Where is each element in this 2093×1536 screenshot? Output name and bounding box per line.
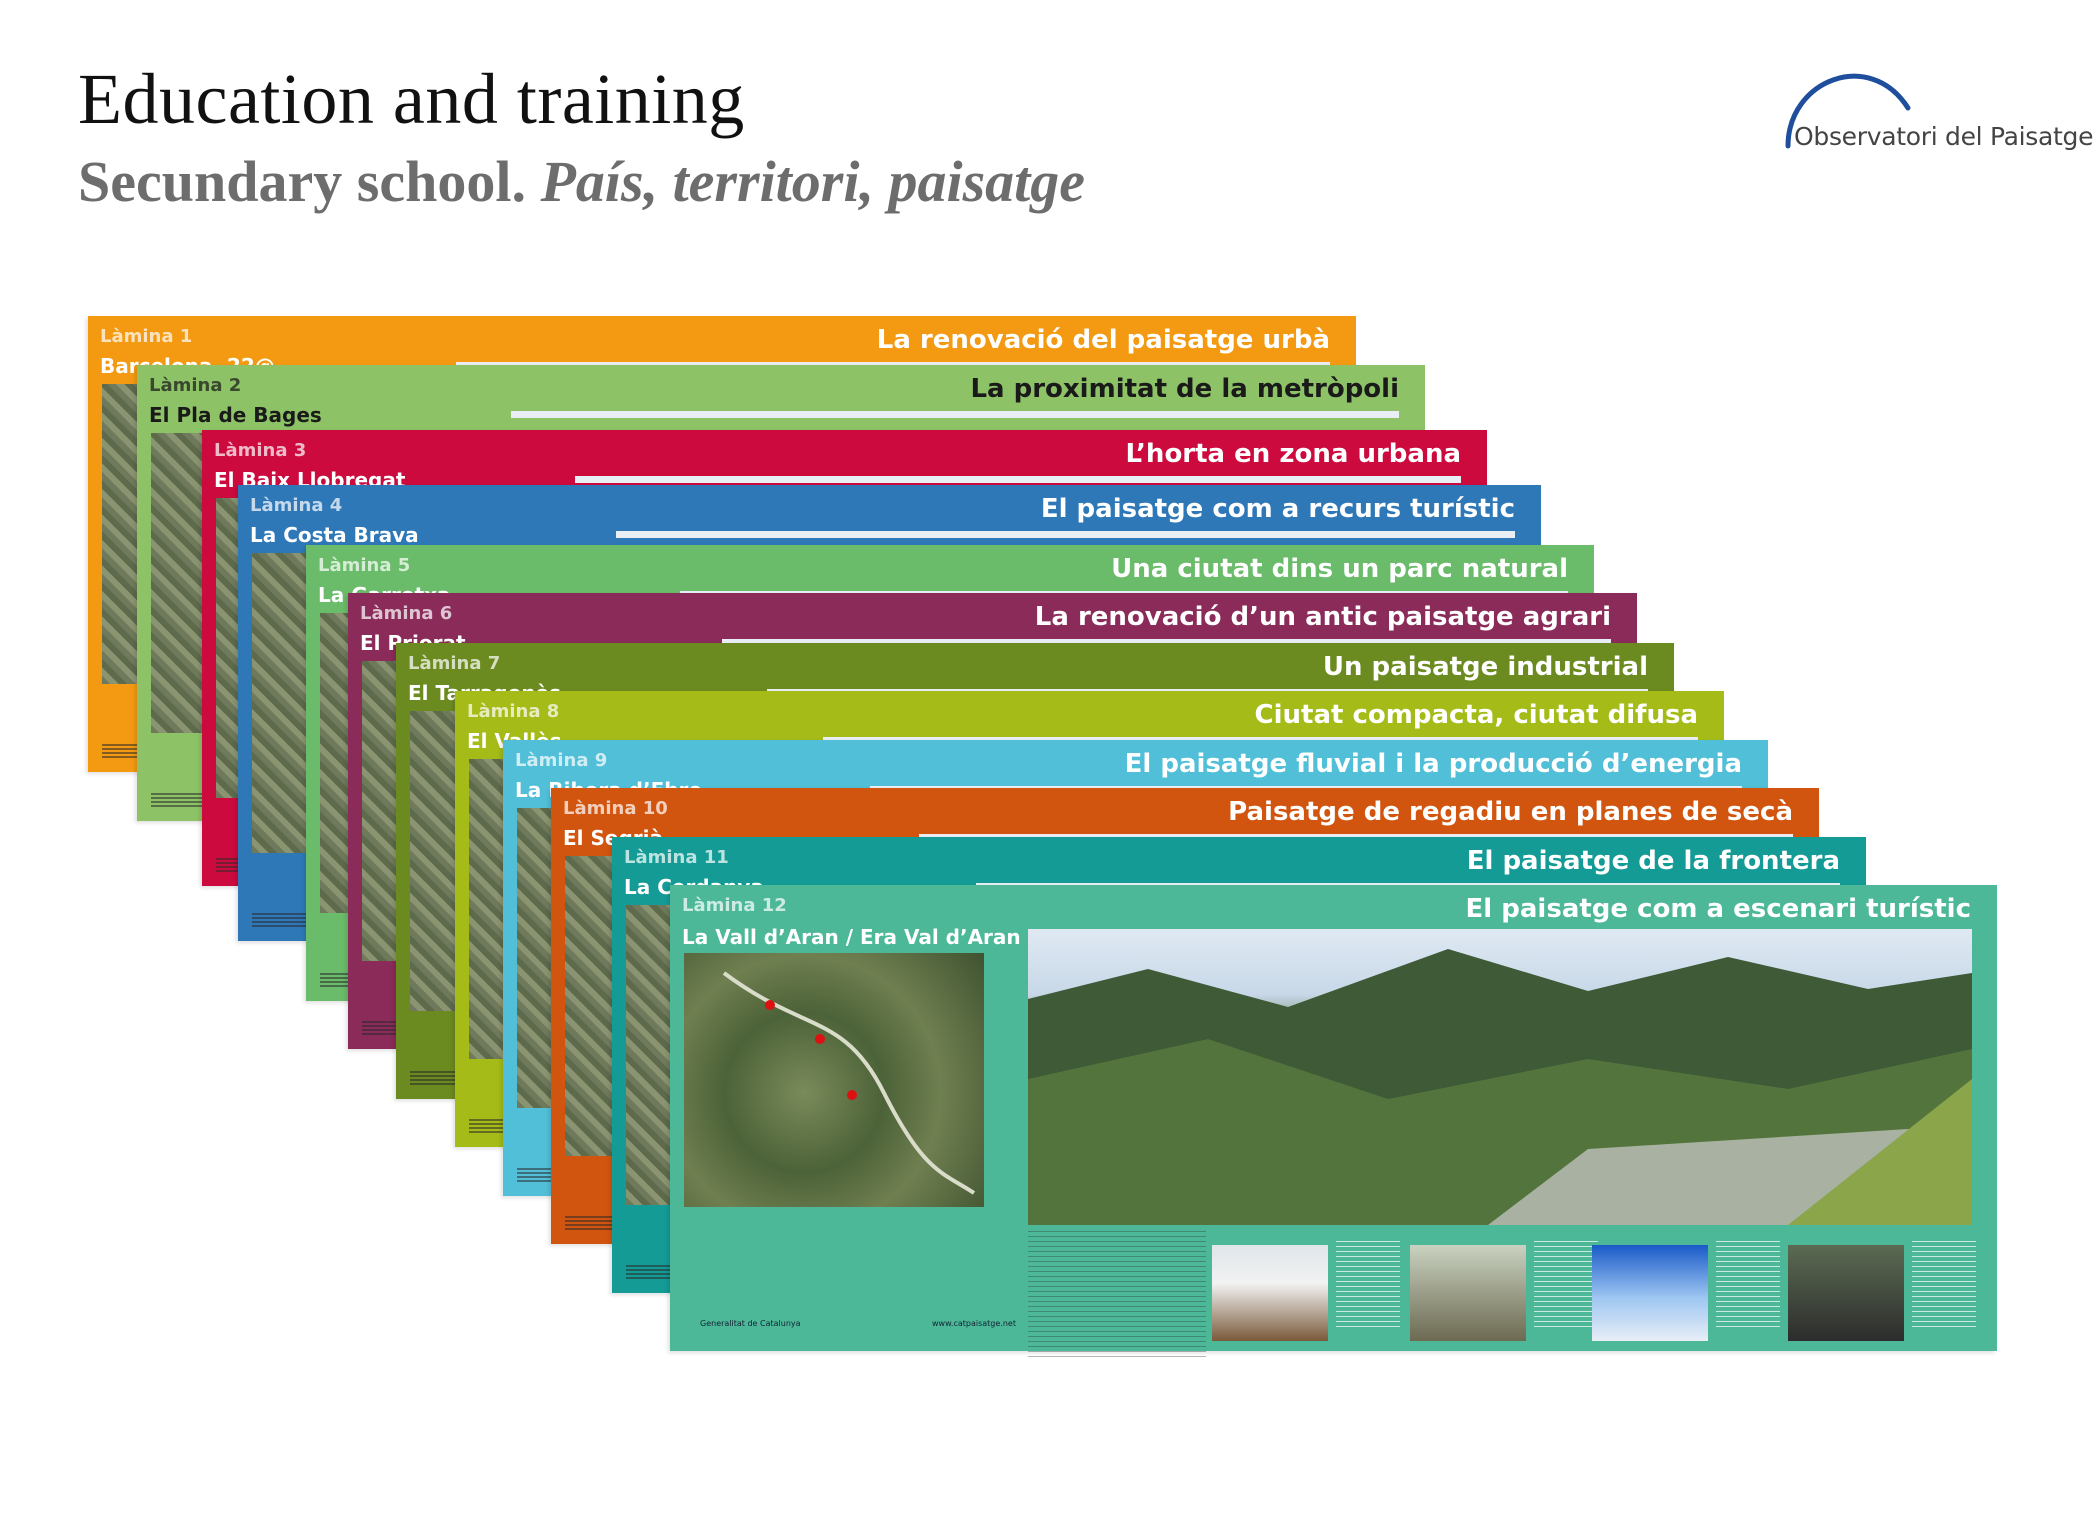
sheet-number: Làmina 6 xyxy=(360,603,453,624)
sheet-theme: Paisatge de regadiu en planes de secà xyxy=(1228,797,1793,827)
sheet-header-bar xyxy=(306,545,1594,591)
sheet-header-bar xyxy=(455,691,1724,737)
sheet-theme: L’horta en zona urbana xyxy=(1125,439,1461,469)
sheet-panorama-photo xyxy=(1028,929,1972,1225)
sheet-theme: El paisatge com a escenari turístic xyxy=(1465,894,1971,924)
sheet-number: Làmina 1 xyxy=(100,326,193,347)
sheet-number: Làmina 8 xyxy=(467,701,560,722)
sheet-thumbnail-photo xyxy=(1212,1245,1328,1341)
logo-text: Observatori del Paisatge xyxy=(1794,122,2093,151)
sheet-footer-logo xyxy=(565,1216,625,1230)
sheet-header-bar xyxy=(612,837,1866,883)
sheet-theme: Una ciutat dins un parc natural xyxy=(1111,554,1568,584)
sheet-caption-text xyxy=(1912,1241,1976,1331)
page-subtitle: Secundary school. País, territori, paisa… xyxy=(78,148,1085,215)
observatori-logo: Observatori del Paisatge xyxy=(1770,50,2093,160)
sheet-number: Làmina 3 xyxy=(214,440,307,461)
sheet-number: Làmina 10 xyxy=(563,798,668,819)
subtitle-italic: País, territori, paisatge xyxy=(540,149,1086,214)
sheet-header-bar xyxy=(137,365,1425,411)
sheet-header-bar xyxy=(503,740,1768,786)
sheet-caption-text xyxy=(1716,1241,1780,1331)
sheet-aerial-map xyxy=(684,953,984,1207)
sheet-number: Làmina 2 xyxy=(149,375,242,396)
sheet-header-bar xyxy=(238,485,1541,531)
sheet-number: Làmina 12 xyxy=(682,895,787,916)
sheet-number: Làmina 11 xyxy=(624,847,729,868)
sheet-header-bar xyxy=(396,643,1674,689)
sheet-thumbnail-photo xyxy=(1410,1245,1526,1341)
sheet-place: La Vall d’Aran / Era Val d’Aran xyxy=(682,925,1021,949)
sheet-number: Làmina 7 xyxy=(408,653,501,674)
sheet-theme: El paisatge de la frontera xyxy=(1466,846,1840,876)
sheet-header-bar xyxy=(348,593,1637,639)
sheet-card: Làmina 12 La Vall d’Aran / Era Val d’Aran… xyxy=(670,885,1997,1361)
sheet-header-bar xyxy=(202,430,1487,476)
sheet-footer-url: www.catpaisatge.net xyxy=(932,1319,1016,1328)
sheet-number: Làmina 5 xyxy=(318,555,411,576)
sheet-thumbnail-photo xyxy=(1788,1245,1904,1341)
sheet-footer-org: Generalitat de Catalunya xyxy=(700,1319,801,1328)
sheet-text-column xyxy=(1028,1231,1206,1361)
sheet-theme: La renovació del paisatge urbà xyxy=(876,325,1330,355)
sheet-thumbnail-photo xyxy=(1592,1245,1708,1341)
sheet-theme: La proximitat de la metròpoli xyxy=(970,374,1399,404)
sheet-caption-text xyxy=(1336,1241,1400,1331)
sheet-photo-strip xyxy=(575,476,1461,483)
sheet-photo-strip xyxy=(722,639,1611,646)
sheet-theme: Ciutat compacta, ciutat difusa xyxy=(1254,700,1698,730)
sheet-number: Làmina 4 xyxy=(250,495,343,516)
sheet-theme: La renovació d’un antic paisatge agrari xyxy=(1034,602,1611,632)
sheet-photo-strip xyxy=(616,531,1515,538)
logo-arc-icon xyxy=(1785,73,1911,149)
sheet-theme: El paisatge com a recurs turístic xyxy=(1040,494,1515,524)
sheet-caption-text xyxy=(1534,1241,1598,1331)
sheet-place: La Costa Brava xyxy=(250,523,419,547)
sheet-photo-strip xyxy=(511,411,1399,418)
sheet-place: El Pla de Bages xyxy=(149,403,322,427)
sheet-header-bar xyxy=(551,788,1819,834)
sheet-footer-logo xyxy=(252,913,312,927)
sheet-theme: El paisatge fluvial i la producció d’ene… xyxy=(1124,749,1742,779)
sheet-footer-logo xyxy=(151,793,211,807)
sheet-header-bar xyxy=(88,316,1356,362)
sheet-theme: Un paisatge industrial xyxy=(1322,652,1648,682)
subtitle-plain: Secundary school. xyxy=(78,149,526,214)
sheet-number: Làmina 9 xyxy=(515,750,608,771)
page-title: Education and training xyxy=(78,59,745,139)
